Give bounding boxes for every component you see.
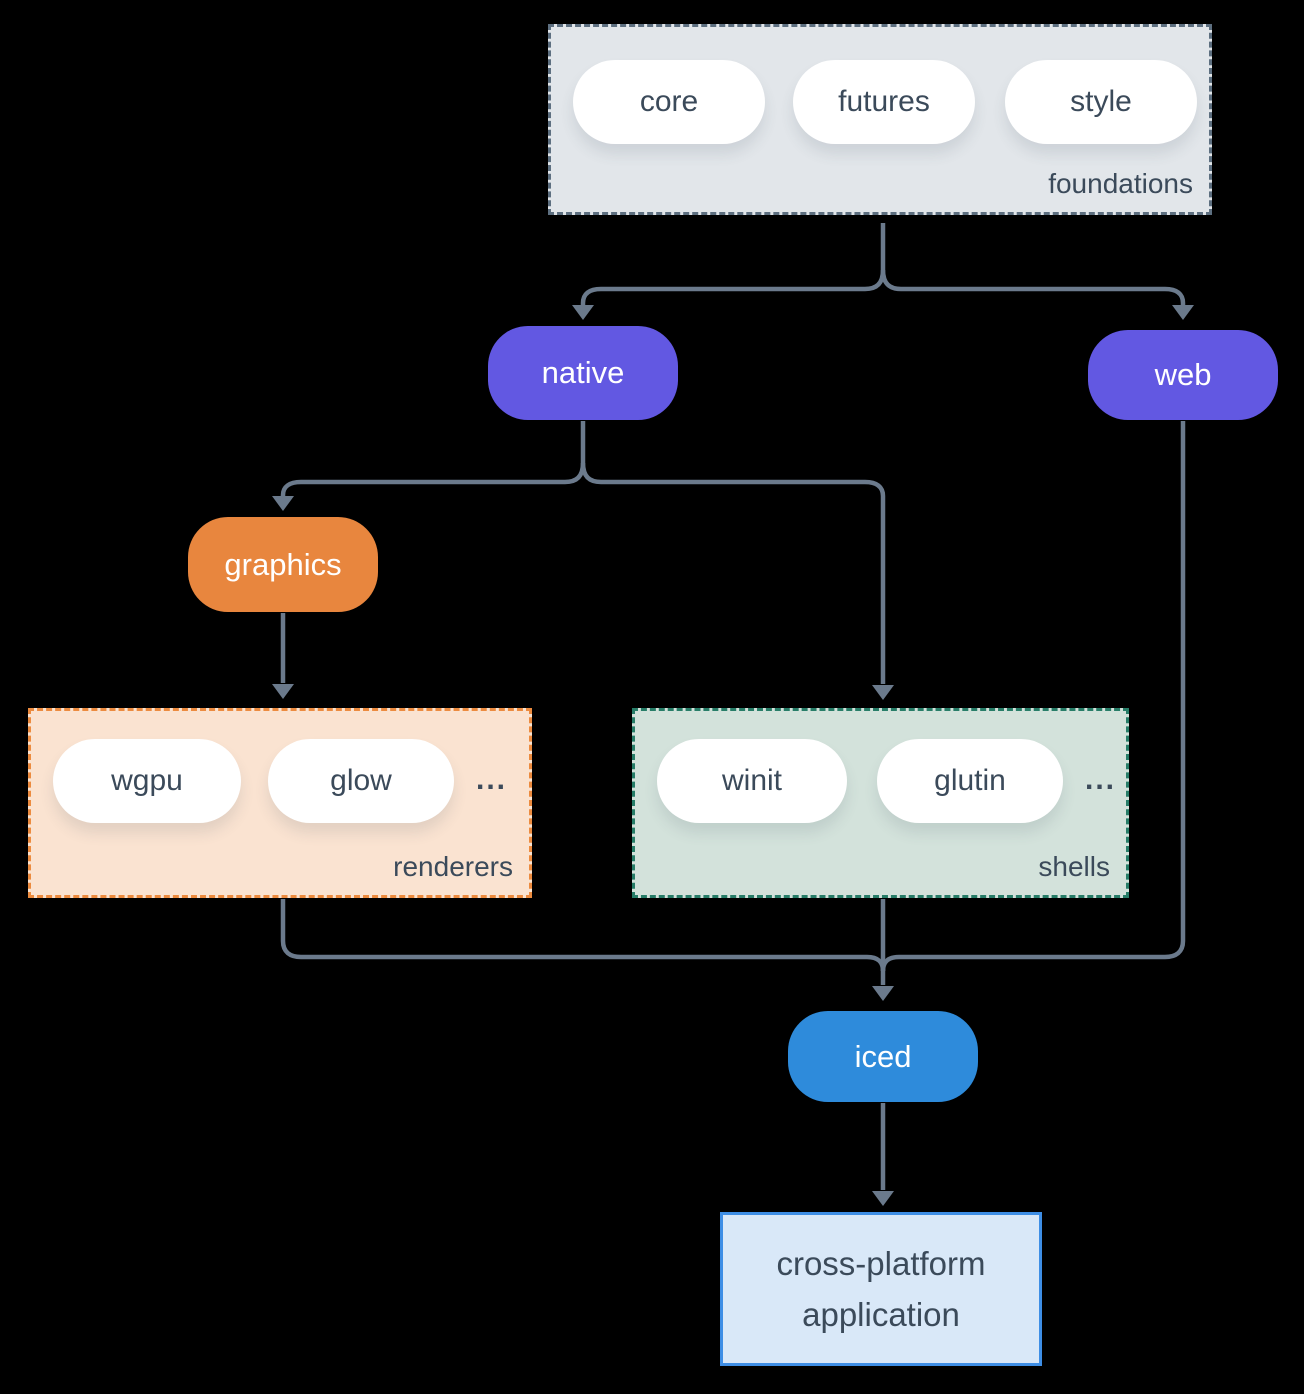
node-futures: futures <box>793 60 975 144</box>
node-glow: glow <box>268 739 454 823</box>
arrowhead-graphics <box>272 496 294 511</box>
arrowhead-shells <box>872 685 894 700</box>
edge-foundations-native <box>580 223 886 305</box>
edge-renderers-iced <box>280 899 886 972</box>
arrowhead-web <box>1172 305 1194 320</box>
node-core: core <box>573 60 765 144</box>
foundations-group: core futures style foundations <box>548 24 1212 215</box>
foundations-label: foundations <box>1048 168 1193 199</box>
edge-native-graphics <box>280 421 586 496</box>
node-winit: winit <box>657 739 847 823</box>
node-style: style <box>1005 60 1197 144</box>
arrowhead-iced <box>872 986 894 1001</box>
renderers-group: wgpu glow ... renderers <box>28 708 532 898</box>
node-native: native <box>488 326 678 420</box>
node-glutin: glutin <box>877 739 1063 823</box>
arrowhead-application <box>872 1191 894 1206</box>
arrowhead-native <box>572 305 594 320</box>
shells-group: winit glutin ... shells <box>632 708 1129 898</box>
shells-ellipsis: ... <box>1085 763 1117 796</box>
node-cross-platform-application: cross-platform application <box>720 1212 1042 1366</box>
shells-label: shells <box>1038 851 1110 882</box>
renderers-label: renderers <box>393 851 513 882</box>
edge-native-shells <box>580 462 886 684</box>
application-label-line1: cross-platform <box>776 1244 986 1282</box>
node-iced: iced <box>788 1011 978 1102</box>
node-graphics: graphics <box>188 517 378 612</box>
edge-foundations-web <box>880 269 1186 305</box>
node-web: web <box>1088 330 1278 420</box>
application-label-line2: application <box>802 1296 960 1333</box>
node-wgpu: wgpu <box>53 739 241 823</box>
renderers-ellipsis: ... <box>476 763 508 796</box>
arrowhead-renderers <box>272 684 294 699</box>
